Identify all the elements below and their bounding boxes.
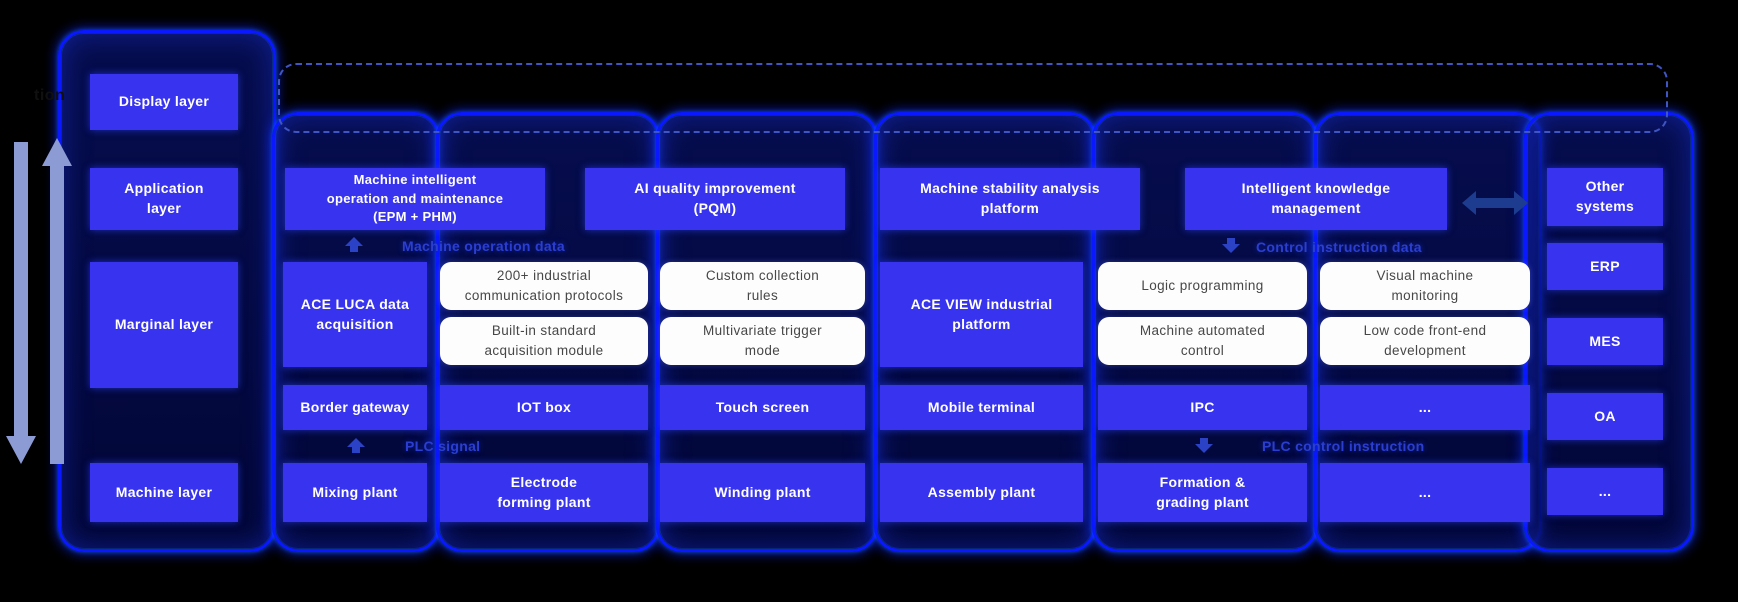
label-control-instruction-data: Control instruction data [1256, 239, 1422, 255]
arrow-head [345, 237, 363, 246]
node-winding-plant: Winding plant [660, 463, 865, 522]
data-up-arrow [42, 138, 72, 464]
node-oa: OA [1547, 393, 1663, 440]
layer-machine: Machine layer [90, 463, 238, 522]
node-assembly-plant: Assembly plant [880, 463, 1083, 522]
node-machine-more: ... [1320, 463, 1530, 522]
node-ace-luca: ACE LUCA data acquisition [283, 262, 427, 367]
arrow-shaft [1227, 238, 1235, 245]
node-mes: MES [1547, 318, 1663, 365]
node-ace-view: ACE VIEW industrial platform [880, 262, 1083, 367]
node-ipc: IPC [1098, 385, 1307, 430]
node-logic-programming: Logic programming [1098, 262, 1307, 310]
side-note-text: tion [34, 87, 66, 104]
node-terminal-more: ... [1320, 385, 1530, 430]
up-arrow-icon [347, 438, 365, 453]
node-knowledge-mgmt: Intelligent knowledge management [1185, 168, 1447, 230]
display-layer-dashed-region [278, 63, 1668, 133]
node-formation-plant: Formation & grading plant [1098, 463, 1307, 522]
arrow-head-right [1514, 191, 1528, 215]
node-mixing-plant: Mixing plant [283, 463, 427, 522]
arrow-shaft [50, 165, 64, 464]
node-electrode-plant: Electrode forming plant [440, 463, 648, 522]
node-builtin-module: Built-in standard acquisition module [440, 317, 648, 365]
arrow-shaft [14, 142, 28, 437]
node-low-code: Low code front-end development [1320, 317, 1530, 365]
label-plc-signal: PLC signal [405, 438, 481, 454]
arrow-head-left [1462, 191, 1476, 215]
bidirectional-arrow-icon [1462, 191, 1528, 215]
label-machine-operation-data: Machine operation data [402, 238, 565, 254]
arrow-head [6, 436, 36, 464]
layer-display: Display layer [90, 74, 238, 130]
node-visual-monitoring: Visual machine monitoring [1320, 262, 1530, 310]
node-touch-screen: Touch screen [660, 385, 865, 430]
layer-marginal: Marginal layer [90, 262, 238, 388]
down-arrow-icon [1195, 438, 1213, 453]
node-custom-rules: Custom collection rules [660, 262, 865, 310]
arrow-shaft [350, 245, 358, 252]
node-iot-box: IOT box [440, 385, 648, 430]
node-ai-quality-pqm: AI quality improvement (PQM) [585, 168, 845, 230]
arrow-shaft [1200, 438, 1208, 445]
arrow-head [1195, 444, 1213, 453]
arrow-shaft [352, 446, 360, 453]
node-epm-phm: Machine intelligent operation and mainte… [285, 168, 545, 230]
node-erp: ERP [1547, 243, 1663, 290]
node-other-systems: Other systems [1547, 168, 1663, 226]
node-protocols: 200+ industrial communication protocols [440, 262, 648, 310]
down-arrow-icon [1222, 238, 1240, 253]
arrow-head [1222, 244, 1240, 253]
arrow-shaft [1472, 198, 1518, 208]
arrow-head [347, 438, 365, 447]
node-stability-platform: Machine stability analysis platform [880, 168, 1140, 230]
node-border-gateway: Border gateway [283, 385, 427, 430]
data-down-arrow [6, 142, 36, 464]
layer-application: Application layer [90, 168, 238, 230]
node-multivariate-mode: Multivariate trigger mode [660, 317, 865, 365]
up-arrow-icon [345, 237, 363, 252]
node-automated-control: Machine automated control [1098, 317, 1307, 365]
node-right-more: ... [1547, 468, 1663, 515]
label-plc-control-instruction: PLC control instruction [1262, 438, 1425, 454]
arrow-head [42, 138, 72, 166]
node-mobile-terminal: Mobile terminal [880, 385, 1083, 430]
